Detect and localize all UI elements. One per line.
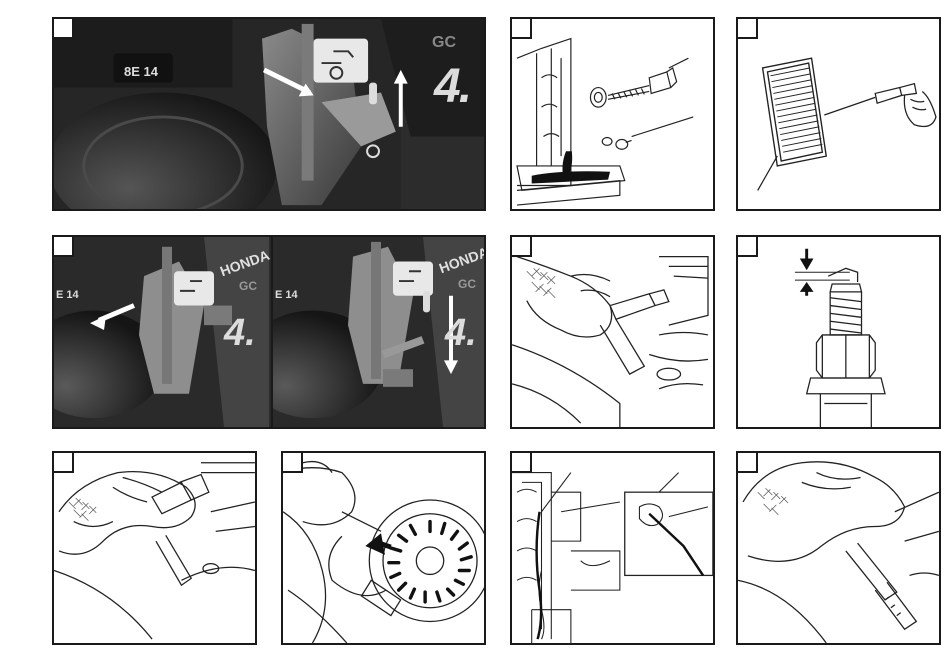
- step-number-box: [738, 453, 758, 473]
- photo-fuel-valve-closed: E 14 HONDA GC 4.: [271, 237, 486, 427]
- carburetor-drain-drawing: [512, 453, 713, 643]
- model-number-text: 4.: [434, 59, 470, 114]
- step-number-box: [512, 237, 532, 257]
- photo-panel-fuel-lever: 8E 14 4. GC: [52, 17, 486, 211]
- step-number-box: [283, 453, 303, 473]
- engine-code-text: E 14: [275, 289, 298, 301]
- engine-code-text: 8E 14: [124, 64, 158, 79]
- plug-install-drawing: [738, 453, 939, 643]
- step-number-box: [512, 453, 532, 473]
- series-text: GC: [432, 34, 456, 52]
- drawing-panel-carburetor-drain: [510, 451, 715, 645]
- step-number-box: [738, 19, 758, 39]
- plug-cap-drawing: [512, 237, 713, 427]
- plug-wrench-drawing: [54, 453, 255, 643]
- series-text: GC: [458, 277, 476, 291]
- fuel-lever-photo: [54, 19, 484, 209]
- drawing-panel-plug-wrench: [52, 451, 257, 645]
- air-filter-drawing: [738, 19, 939, 209]
- drawing-panel-recoil-starter: [281, 451, 486, 645]
- model-number-text: 4.: [224, 312, 256, 355]
- drawing-panel-plug-cap: [510, 235, 715, 429]
- step-number-box: [738, 237, 758, 257]
- step-number-box: [54, 237, 74, 257]
- step-number-box: [54, 453, 74, 473]
- drawing-panel-spark-plug-gap: [736, 235, 941, 429]
- step-number-box: [54, 19, 74, 39]
- step-number-box: [512, 19, 532, 39]
- drawing-panel-plug-install: [736, 451, 941, 645]
- recoil-starter-drawing: [283, 453, 484, 643]
- oil-drain-drawing: [512, 19, 713, 209]
- photo-fuel-valve-open: E 14 HONDA GC 4.: [54, 237, 269, 427]
- drawing-panel-air-filter: [736, 17, 941, 211]
- engine-code-text: E 14: [56, 289, 79, 301]
- series-text: GC: [239, 279, 257, 293]
- photo-panel-fuel-valve-open-close: E 14 HONDA GC 4. E 14 HONDA GC: [52, 235, 486, 429]
- drawing-panel-oil-drain: [510, 17, 715, 211]
- spark-plug-gap-drawing: [738, 237, 939, 427]
- model-number-text: 4.: [445, 312, 477, 355]
